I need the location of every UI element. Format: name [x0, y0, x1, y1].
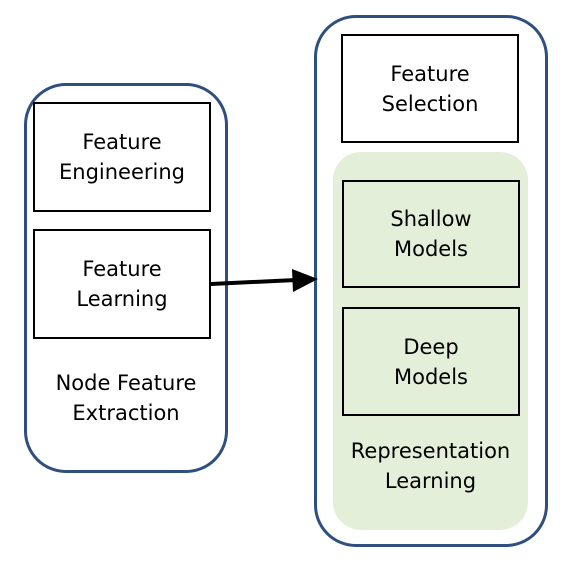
representation-learning-caption: Representation Learning	[350, 439, 511, 493]
feature-engineering-box: Feature Engineering	[33, 102, 211, 212]
shallow-models-box: Shallow Models	[342, 180, 520, 288]
feature-learning-box: Feature Learning	[33, 229, 211, 339]
deep-models-box: Deep Models	[342, 307, 520, 416]
node-feature-extraction-caption: Node Feature Extraction	[55, 371, 197, 425]
feature-selection-box: Feature Selection	[341, 34, 519, 143]
